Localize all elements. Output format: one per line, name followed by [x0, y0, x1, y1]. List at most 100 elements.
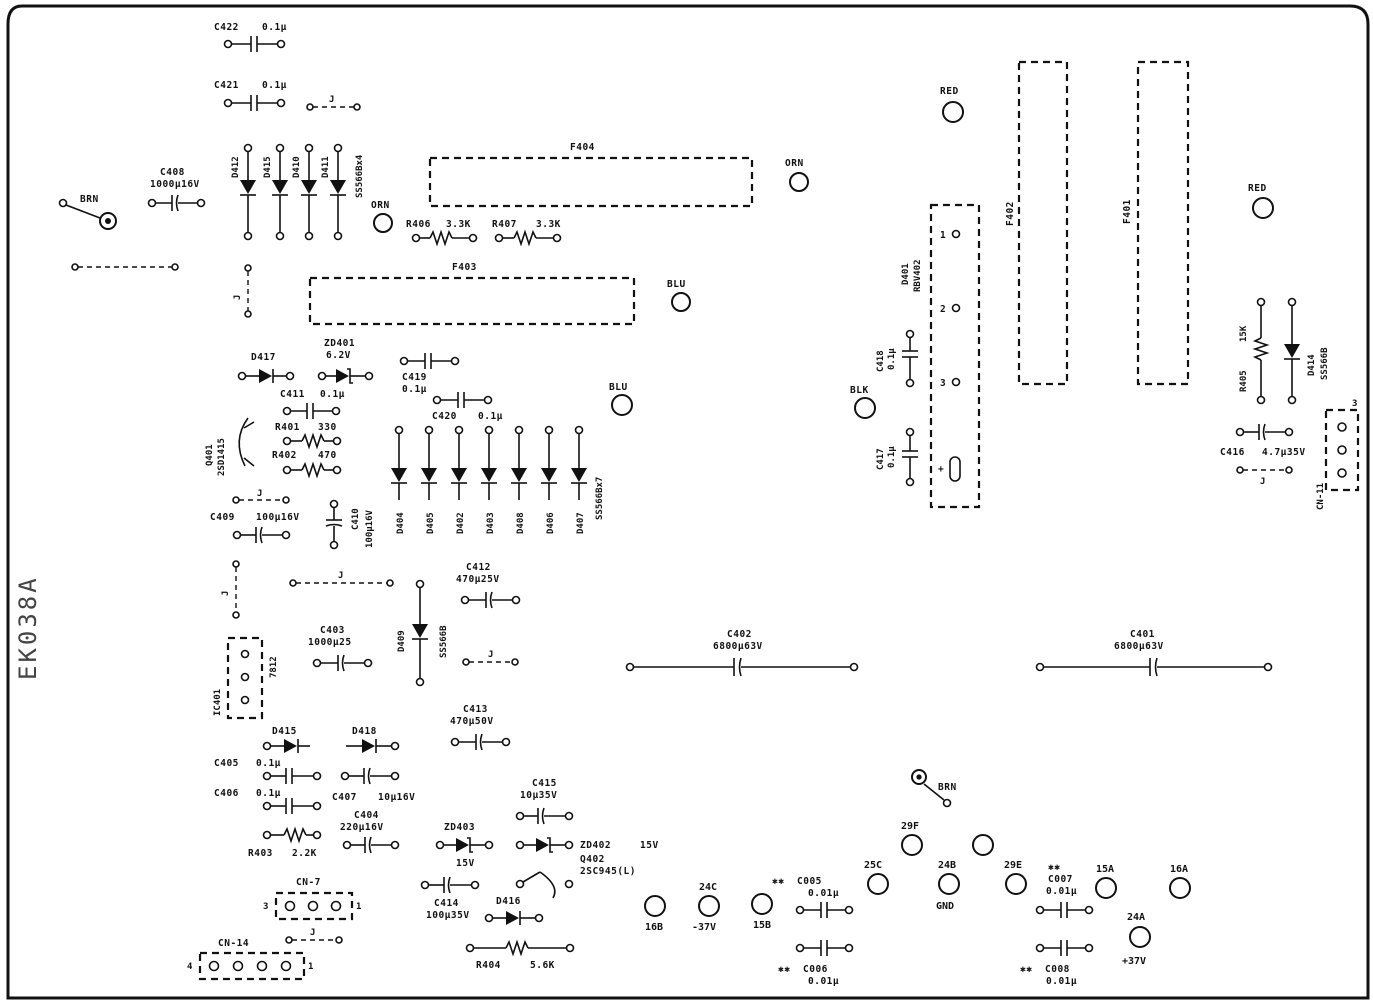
r404-value: 5.6K	[530, 960, 555, 971]
zd401: ZD401 6.2V	[317, 338, 374, 384]
c403-value: 1000μ25	[308, 637, 352, 648]
r407-ref: R407	[492, 219, 517, 230]
d415-lower: D415	[262, 726, 310, 753]
pad-29e: 29E	[1004, 860, 1027, 895]
c408-ref: C408	[160, 167, 185, 178]
pad-24c-label: 24C	[699, 882, 717, 893]
r406-ref: R406	[406, 219, 431, 230]
c416: C416 4.7μ35V	[1220, 423, 1306, 458]
r402-ref: R402	[272, 450, 297, 461]
pad-24a-voltage: +37V	[1122, 956, 1146, 967]
pad-15b: 15B	[751, 893, 773, 931]
c410: C410 100μ16V	[325, 499, 375, 550]
brn-wire-left: BRN	[58, 194, 117, 230]
bridge-pin-1: 1	[940, 230, 946, 241]
diode-d407-ref: D407	[576, 512, 586, 534]
c408-value: 1000μ16V	[150, 179, 200, 190]
r404-ref: R404	[476, 960, 501, 971]
diode-d405: D405	[421, 425, 437, 534]
c405-ref: C405	[214, 758, 239, 769]
d418-ref: D418	[352, 726, 377, 737]
red-label-2: RED	[1248, 183, 1267, 194]
jumper-h4: J	[462, 650, 519, 666]
r401-value: 330	[318, 422, 337, 433]
red-wire-1: RED	[940, 86, 964, 123]
d401-ref: D401	[901, 263, 911, 285]
c006-stars: ✱✱	[778, 964, 790, 975]
d412: D412	[231, 143, 256, 241]
r405-ref: R405	[1239, 370, 1249, 392]
c419-ref: C419	[402, 372, 427, 383]
ic401: IC401 7812	[213, 636, 279, 720]
c416-value: 4.7μ35V	[1262, 447, 1306, 458]
blu-label-1: BLU	[667, 279, 686, 290]
c411-value: 0.1μ	[320, 389, 345, 400]
zd403-ref: ZD403	[444, 822, 475, 833]
orn-wire-1: ORN	[371, 200, 393, 233]
jumper-h3: J	[289, 571, 394, 587]
r407: R407 3.3K	[492, 219, 562, 247]
jumper-h4-label: J	[488, 650, 493, 660]
jumper-v2-label: J	[221, 591, 231, 596]
pad-15a-label: 15A	[1096, 864, 1114, 875]
c406-value: 0.1μ	[256, 788, 281, 799]
d409-part: SS566B	[439, 625, 449, 658]
c412-value: 470μ25V	[456, 574, 500, 585]
cn11-pin3: 3	[1352, 399, 1357, 409]
q402-part: 2SC945(L)	[580, 866, 636, 877]
c409: C409 100μ16V	[210, 512, 300, 544]
c411-ref: C411	[280, 389, 305, 400]
jumper-right-label: J	[1260, 477, 1265, 487]
c410-ref: C410	[351, 508, 361, 530]
q402-ref: Q402	[580, 854, 605, 865]
d414: D414 SS566B	[1284, 297, 1330, 405]
jumper-v1-label: J	[233, 295, 243, 300]
c403: C403 1000μ25	[308, 625, 373, 672]
c422-value: 0.1μ	[262, 22, 287, 33]
c415-value: 10μ35V	[520, 790, 557, 801]
r405-value: 15K	[1239, 325, 1249, 342]
c417-ref: C417	[876, 448, 886, 470]
r403-value: 2.2K	[292, 848, 317, 859]
c005-ref: C005	[797, 876, 822, 887]
zd402-value: 15V	[640, 840, 659, 851]
orn-wire-2: ORN	[785, 158, 809, 192]
jumper-bottom-label: J	[310, 928, 315, 938]
r402: R402 470	[272, 450, 342, 479]
c005-value: 0.01μ	[808, 888, 839, 899]
c006-ref: C006	[803, 964, 828, 975]
c409-value: 100μ16V	[256, 512, 300, 523]
pad-29e-label: 29E	[1004, 860, 1022, 871]
diode-d403: D403	[481, 425, 497, 534]
c416-ref: C416	[1220, 447, 1245, 458]
q401-ref: Q401	[205, 444, 215, 466]
c008-ref: C008	[1045, 964, 1070, 975]
diode-d406: D406	[541, 425, 557, 534]
c420-ref: C420	[432, 411, 457, 422]
blu-wire-1: BLU	[667, 279, 691, 312]
pad-16a: 16A	[1169, 864, 1191, 899]
r401: R401 330	[275, 422, 342, 450]
jumper-label: J	[329, 95, 334, 105]
c408: C408 1000μ16V	[147, 167, 206, 212]
diode-d405-ref: D405	[426, 512, 436, 534]
zd403: ZD403 15V	[435, 822, 494, 869]
bridge-pin-3: 3	[940, 378, 946, 389]
c402-ref: C402	[727, 629, 752, 640]
c007-ref: C007	[1048, 874, 1073, 885]
c006: ✱✱ C006 0.01μ	[778, 940, 854, 987]
pad-unlabeled	[972, 834, 994, 856]
pad-15a: 15A	[1095, 864, 1117, 899]
brn-label-left: BRN	[80, 194, 99, 205]
r406: R406 3.3K	[406, 219, 478, 247]
cn7-pin1: 1	[356, 902, 361, 912]
diode-d402: D402	[451, 425, 467, 534]
c411: C411 0.1μ	[280, 389, 345, 419]
bridge-pin-2: 2	[940, 304, 946, 315]
c402: C402 6800μ63V	[625, 629, 859, 677]
c409-ref: C409	[210, 512, 235, 523]
c404-ref: C404	[354, 810, 379, 821]
c417-value: 0.1μ	[887, 446, 897, 468]
d401-part: RBV402	[913, 259, 923, 292]
cn14-pin1: 1	[308, 962, 313, 972]
